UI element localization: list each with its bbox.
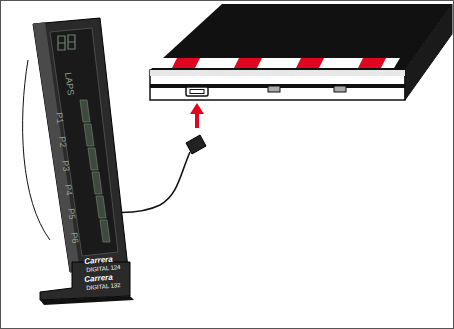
lap-label: LAPS <box>63 72 75 96</box>
tower-foot <box>40 262 130 300</box>
tower-cable <box>23 60 50 240</box>
clip <box>268 86 280 92</box>
position-label: P5 <box>66 208 76 220</box>
curb-stripe <box>172 58 200 68</box>
plug <box>186 135 206 154</box>
position-label: P6 <box>69 232 79 244</box>
position-bar <box>88 148 98 170</box>
position-label: P1 <box>54 112 64 124</box>
curb-stripe <box>358 58 386 68</box>
position-bar <box>100 220 110 242</box>
track-surface <box>150 4 452 70</box>
position-bar <box>92 172 102 194</box>
curb-stripe <box>234 58 262 68</box>
position-label: P2 <box>57 136 67 148</box>
clip <box>334 86 346 92</box>
position-bar <box>80 100 90 122</box>
segment-digit <box>58 36 65 50</box>
tower-base <box>40 296 134 305</box>
insert-arrow <box>190 103 204 128</box>
socket-pins <box>190 90 204 94</box>
curb <box>150 58 400 68</box>
position-bar <box>96 196 106 218</box>
display-panel <box>50 28 118 256</box>
position-bar <box>84 124 94 146</box>
position-label: P3 <box>60 160 70 172</box>
track-side <box>150 70 405 100</box>
socket <box>186 87 208 96</box>
digit-display <box>58 35 75 50</box>
position-bars <box>80 100 110 242</box>
tower-body <box>33 18 128 272</box>
curb-stripes <box>172 58 386 68</box>
track-lip <box>150 70 405 76</box>
track-end <box>405 4 452 100</box>
segment-digit <box>68 35 75 49</box>
curb-stripe <box>296 58 324 68</box>
position-label: P4 <box>63 184 73 196</box>
